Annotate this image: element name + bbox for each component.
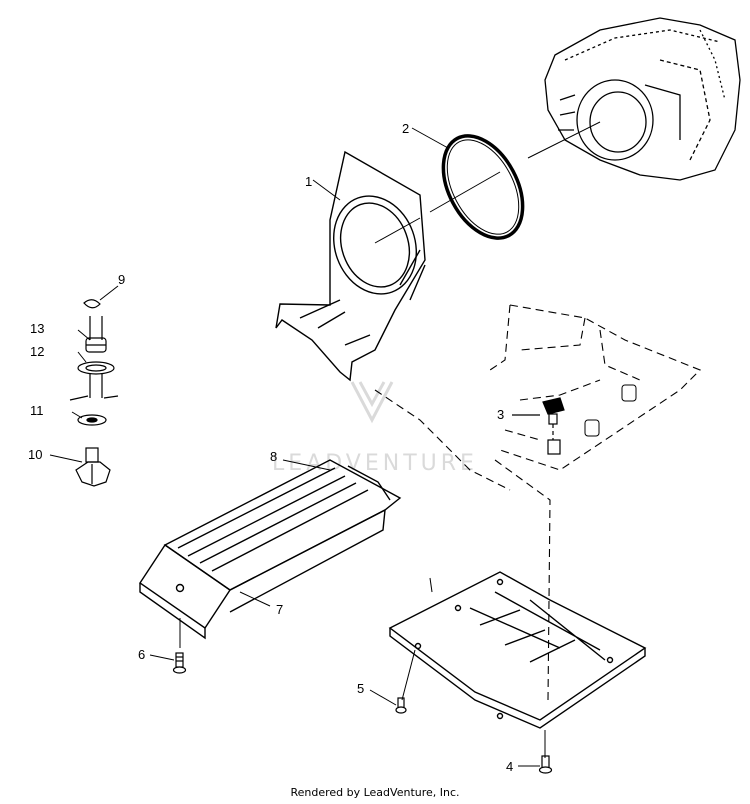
- callout-7: 7: [276, 602, 283, 617]
- callout-8: 8: [270, 449, 277, 464]
- callout-12: 12: [30, 344, 44, 359]
- render-credit: Rendered by LeadVenture, Inc.: [290, 786, 460, 799]
- ride-plate-upper: [163, 459, 402, 591]
- o-ring-seal: [441, 134, 525, 240]
- callout-2: 2: [402, 121, 409, 136]
- callout-labels: 1 2 3 4 5 6 7 8 9 10 11 12 13: [28, 121, 513, 774]
- callout-10: 10: [28, 447, 42, 462]
- callout-11: 11: [30, 403, 44, 418]
- engine-block: [544, 17, 741, 181]
- screw-6: [172, 652, 187, 674]
- callout-6: 6: [138, 647, 145, 662]
- intake-plate: [388, 571, 647, 729]
- ride-plate-wedge: [139, 508, 386, 648]
- callout-5: 5: [357, 681, 364, 696]
- hull-compartment-outline: [374, 304, 701, 701]
- callout-3: 3: [497, 407, 504, 422]
- screw-4: [538, 730, 553, 774]
- callout-1: 1: [305, 174, 312, 189]
- center-axis-line: [374, 121, 601, 244]
- callout-13: 13: [30, 321, 44, 336]
- drain-plug: [512, 397, 565, 455]
- leadventure-watermark: LEADVENTURE: [272, 381, 478, 476]
- hull-fittings: [584, 384, 637, 437]
- callout-4: 4: [506, 759, 513, 774]
- callout-9: 9: [118, 272, 125, 287]
- drive-housing: [275, 150, 426, 382]
- fitting-assembly: [69, 299, 119, 487]
- leader-lines: [49, 127, 540, 767]
- screw-5: [395, 649, 416, 714]
- svg-text:LEADVENTURE: LEADVENTURE: [272, 451, 478, 476]
